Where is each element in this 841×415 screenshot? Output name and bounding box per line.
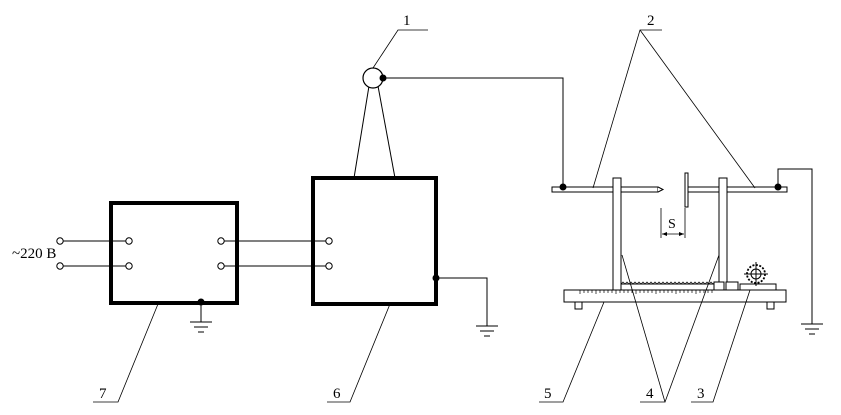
- meter-1: [353, 67, 564, 187]
- label-2: 2: [647, 13, 655, 29]
- left-electrode-tip: [657, 186, 665, 193]
- rack-teeth: [620, 281, 718, 285]
- leader-2a: [592, 29, 662, 189]
- leader-7: [93, 303, 159, 403]
- block-7-out-terminal-top: [217, 237, 225, 245]
- label-7: 7: [99, 386, 107, 402]
- leader-4a: [621, 254, 666, 403]
- block-7-out-terminal-bottom: [217, 262, 225, 270]
- right-stand: [718, 177, 728, 291]
- base-foot-right: [766, 301, 775, 310]
- right-electrode-rod: [687, 186, 788, 193]
- leader-4b: [664, 254, 720, 403]
- label-3: 3: [697, 386, 705, 402]
- base-foot-left: [574, 301, 583, 310]
- input-terminal-bottom: [56, 262, 64, 270]
- stand-clamp: [725, 281, 739, 291]
- base-plate: [563, 289, 787, 303]
- guide-rail: [620, 283, 720, 291]
- block-6: [311, 176, 498, 337]
- left-rod-node: [559, 183, 567, 191]
- meter-to-electrode-wire: [383, 77, 564, 187]
- electrode-setup: S: [551, 168, 823, 335]
- gap-arrowhead-left: [662, 232, 667, 236]
- right-ground-wire: [777, 168, 813, 324]
- block-6-in-terminal-top: [325, 237, 333, 245]
- block-7-frame: [109, 201, 239, 305]
- label-6: 6: [333, 386, 341, 402]
- leader-2b: [639, 29, 756, 189]
- block-6-frame: [311, 176, 438, 306]
- label-4: 4: [646, 386, 654, 402]
- leader-3: [691, 289, 751, 403]
- stand-carriage: [713, 281, 725, 291]
- input-terminal-top: [56, 237, 64, 245]
- supply-voltage-label: ~220 В: [12, 246, 56, 262]
- leaders: [93, 29, 756, 403]
- gap-arrowhead-right: [679, 232, 684, 236]
- block-7-in-terminal-bottom: [125, 262, 133, 270]
- leader-5: [539, 301, 605, 403]
- label-1: 1: [403, 13, 411, 29]
- base-scale-ticks: [579, 290, 713, 294]
- block-7: [56, 201, 239, 333]
- gap-label: S: [668, 217, 676, 232]
- left-stand: [612, 177, 622, 291]
- meter-lead-left: [353, 85, 370, 179]
- label-5: 5: [544, 386, 552, 402]
- block-6-ground-wire: [436, 277, 488, 326]
- meter-lead-right: [377, 85, 396, 179]
- left-electrode-rod: [551, 186, 659, 193]
- leader-1: [372, 29, 428, 69]
- block-7-in-terminal-top: [125, 237, 133, 245]
- block-6-in-terminal-bottom: [325, 262, 333, 270]
- leader-6: [327, 303, 391, 403]
- gear-mount: [739, 283, 777, 291]
